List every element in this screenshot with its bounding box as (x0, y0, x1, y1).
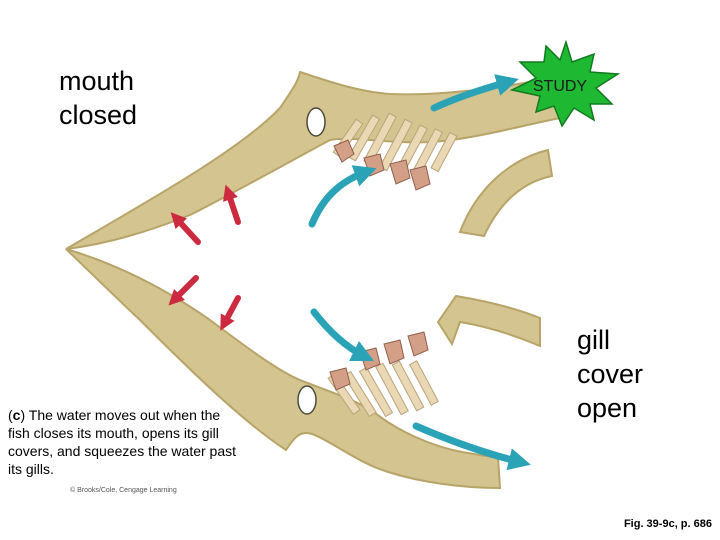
mouth-closed-label: mouth closed (59, 64, 137, 132)
gill-cover-open-label: gill cover open (577, 323, 643, 425)
red-arrow-up-right (223, 184, 241, 225)
caption-text: The water moves out when the fish closes… (8, 407, 237, 477)
caption-open-paren: ( (8, 407, 13, 423)
red-arrow-down-left (168, 275, 199, 306)
caption-close-paren: ) (20, 407, 26, 423)
upper-gill-cover (458, 148, 554, 238)
lower-eye (297, 385, 317, 415)
mouth-label-line2: closed (59, 100, 138, 130)
copyright-notice: © Brooks/Cole, Cengage Learning (70, 487, 177, 494)
red-arrow-down-right (220, 295, 241, 331)
red-arrow-up-left (170, 212, 201, 245)
teal-arrow-lower-outer (412, 422, 531, 471)
figure-reference: Fig. 39-9c, p. 686 (623, 518, 712, 530)
upper-gills (332, 112, 458, 174)
teal-arrows (308, 74, 531, 471)
lower-gill-cover (436, 294, 541, 348)
gill-label-line1: gill (577, 325, 611, 355)
teal-arrow-upper-outer (430, 74, 519, 112)
teal-arrow-lower-inner (310, 308, 375, 362)
study-badge[interactable] (509, 39, 621, 128)
study-badge-label: STUDY (533, 78, 588, 95)
mouth-label-line1: mouth (59, 66, 135, 96)
upper-gill-arches (333, 139, 431, 191)
caption-letter: c (12, 407, 21, 423)
lower-gills (327, 360, 440, 418)
figure-caption: (c) The water moves out when the fish cl… (8, 406, 240, 478)
lower-head-body (65, 248, 502, 490)
teal-arrow-upper-inner (308, 165, 377, 228)
red-arrows (168, 184, 241, 331)
gill-label-line3: open (577, 393, 638, 423)
gill-label-line2: cover (577, 359, 644, 389)
upper-eye (306, 107, 326, 137)
